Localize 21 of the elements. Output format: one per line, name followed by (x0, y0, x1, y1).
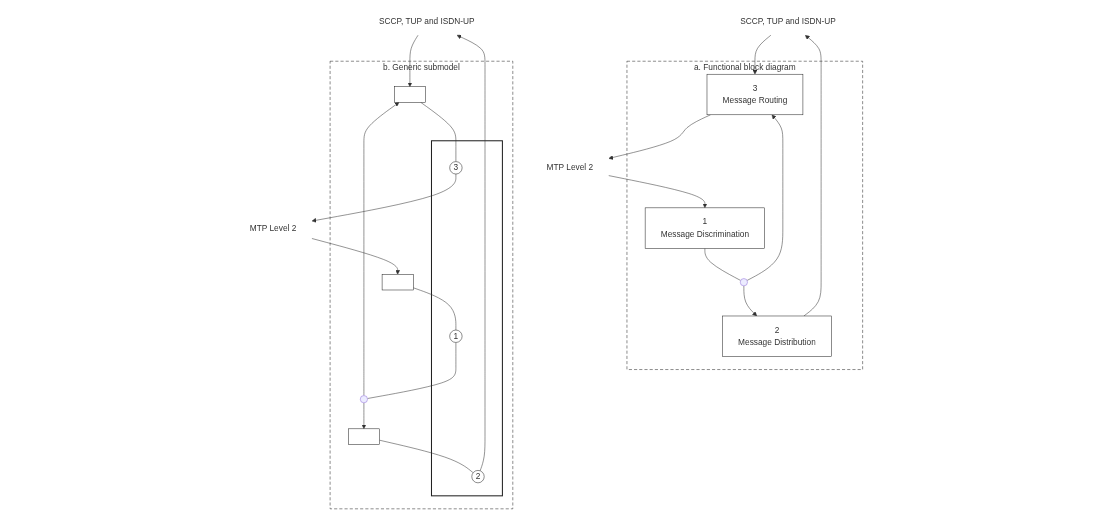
connector (420, 102, 456, 162)
node-box (347, 428, 380, 445)
connector (378, 439, 473, 473)
node-box: 1 Message Discrimination (644, 207, 765, 249)
node-box: 2 Message Distribution (721, 315, 832, 357)
node-text: MTP Level 2 (249, 223, 296, 233)
node-box (381, 274, 414, 291)
node-circle: 3 (449, 161, 462, 175)
node-circle (359, 395, 368, 404)
node-circle: 1 (449, 329, 462, 343)
connector (366, 342, 456, 399)
connector (704, 248, 741, 281)
node-text: MTP Level 2 (546, 163, 593, 172)
node-box (393, 86, 426, 103)
node-circle: 2 (471, 470, 485, 484)
node-text: SCCP, TUP and ISDN-UP (378, 16, 475, 26)
node-circle (739, 278, 748, 287)
node-text: SCCP, TUP and ISDN-UP (739, 16, 836, 26)
cluster (430, 140, 503, 497)
node-box: 3 Message Routing (706, 73, 803, 116)
connector (412, 287, 456, 331)
